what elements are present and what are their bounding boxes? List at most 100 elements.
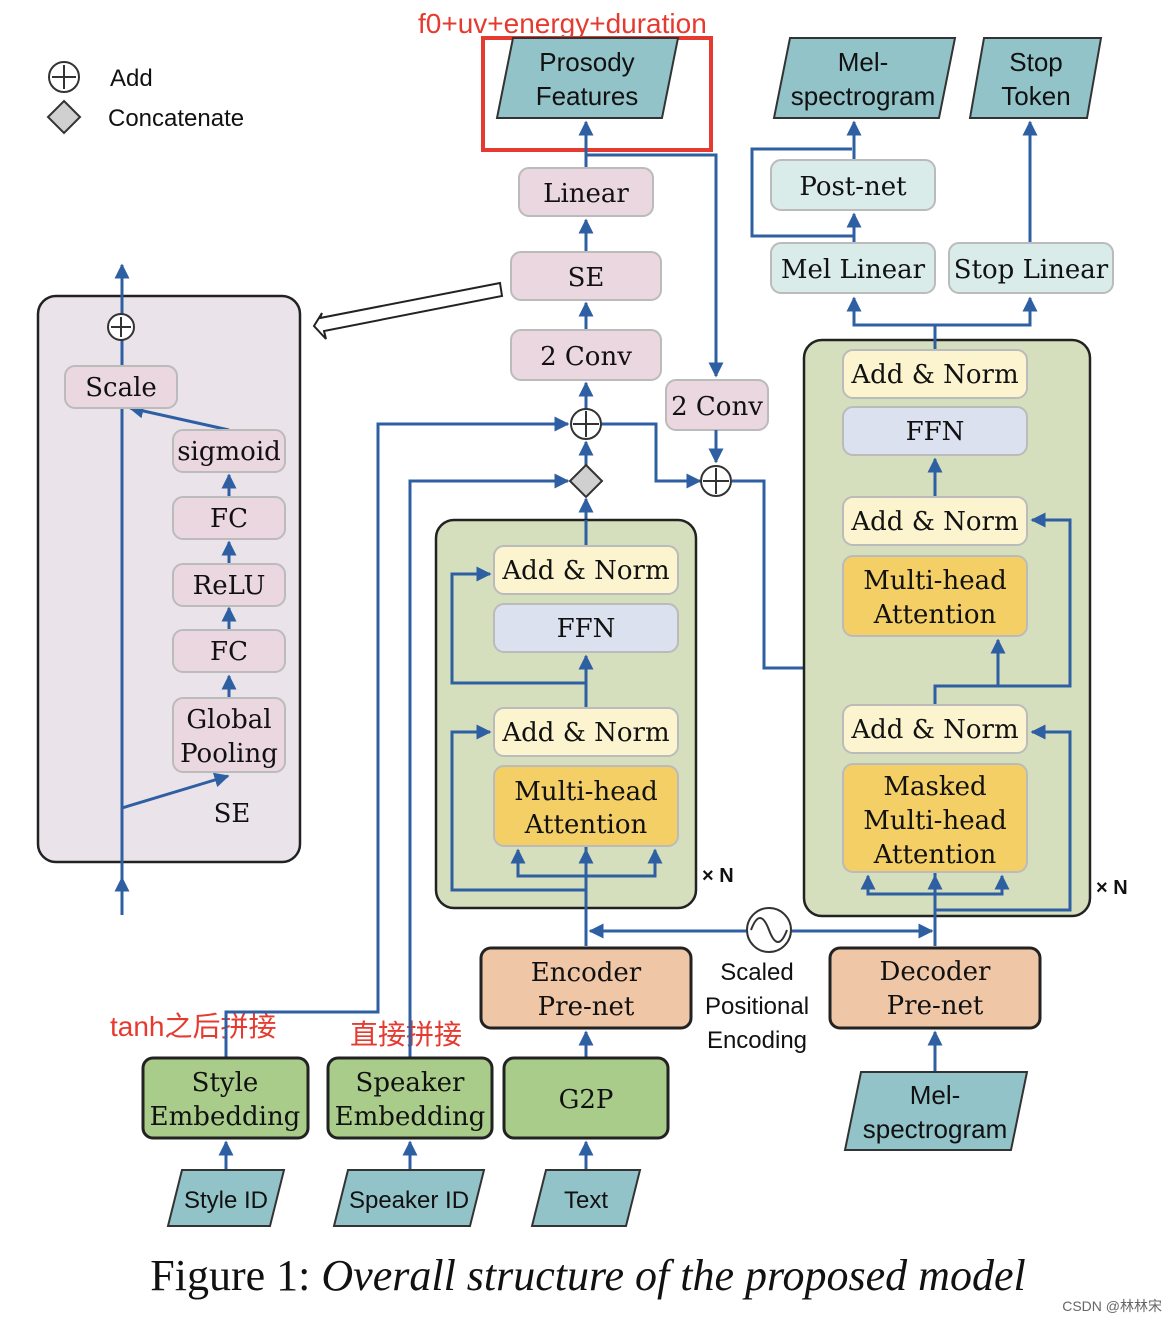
se-fc1-box (172, 496, 286, 540)
postnet-label: Post-net (799, 172, 907, 202)
prosody-features-box (495, 37, 680, 119)
se-scale-label: Scale (85, 373, 157, 403)
prosody-se-box (510, 251, 662, 301)
encoder-prenet-box (479, 946, 693, 1030)
mel-output-box (772, 37, 957, 119)
prosody-features-label-2: Features (536, 81, 639, 111)
se-detail-panel: Scale sigmoid FC ReLU FC Global Pooling … (36, 263, 302, 915)
se-fc2-box (172, 629, 286, 673)
caption-prefix: Figure 1: (150, 1251, 322, 1300)
postnet-box (770, 159, 936, 211)
credit-watermark: CSDN @林林宋 (1062, 1298, 1162, 1314)
speaker-embedding-label-1: Speaker (356, 1068, 465, 1098)
se-scale-box (64, 365, 178, 409)
speaker-embedding-box (326, 1056, 494, 1140)
prosody-conv-a-label: 2 Conv (540, 342, 632, 372)
decoder-prenet-box (828, 946, 1042, 1030)
style-annotation: tanh之后拼接 (110, 1011, 277, 1042)
decoder-add-norm-mid (842, 496, 1028, 546)
decoder-prenet-label-1: Decoder (880, 957, 991, 987)
stop-linear-label: Stop Linear (954, 255, 1109, 285)
speaker-concat-icon (568, 463, 604, 499)
se-pooling-label-2: Pooling (180, 739, 278, 769)
decoder-mha-label-2: Attention (873, 600, 997, 630)
encoder-prenet-label-1: Encoder (531, 958, 642, 988)
decoder-add-norm-top-label: Add & Norm (850, 360, 1018, 390)
encoder-prenet-label-2: Pre-net (538, 992, 635, 1022)
speaker-annotation: 直接拼接 (350, 1019, 462, 1050)
decoder-masked-mha-label-3: Attention (873, 840, 997, 870)
stop-linear-box (948, 242, 1114, 294)
prosody-branch: Prosody Features Linear SE 2 Conv 2 Conv (495, 37, 769, 464)
se-relu-label: ReLU (193, 571, 266, 601)
prosody-se-label: SE (568, 263, 605, 293)
prosody-linear-box (518, 167, 654, 217)
encoder-add-icon (570, 408, 602, 440)
mel-input-label-1: Mel- (910, 1080, 961, 1110)
decoder-ffn-box (842, 406, 1028, 456)
speaker-embedding-label-2: Embedding (335, 1102, 486, 1132)
decoder-add-norm-mid-label: Add & Norm (850, 507, 1018, 537)
decoder-mha-label-1: Multi-head (863, 566, 1007, 596)
decoder-prenet-label-2: Pre-net (887, 991, 984, 1021)
decoder-masked-mha-box (842, 763, 1028, 873)
legend-add-label: Add (110, 65, 153, 92)
se-zoom-arrow-icon (312, 281, 504, 340)
prosody-add-icon (700, 465, 732, 497)
encoder-add-norm-bottom-label: Add & Norm (501, 718, 669, 748)
prosody-features-label-1: Prosody (539, 47, 634, 77)
prosody-conv-a-box (510, 329, 662, 381)
stop-token-label-1: Stop (1009, 47, 1063, 77)
decoder-add-norm-top (842, 349, 1028, 399)
se-sigmoid-label: sigmoid (177, 437, 281, 467)
text-input-label: Text (564, 1187, 608, 1214)
se-sigmoid-box (172, 429, 286, 473)
encoder-times-n: × N (702, 865, 734, 887)
encoder-ffn-box (493, 603, 679, 653)
prosody-conv-b-label: 2 Conv (671, 392, 763, 422)
add-legend-icon (48, 61, 80, 93)
prosody-linear-label: Linear (543, 179, 629, 209)
se-add-icon (107, 313, 135, 341)
se-fc1-label: FC (210, 504, 248, 534)
text-input-box (530, 1169, 642, 1227)
encoder-mha-label-1: Multi-head (514, 777, 658, 807)
positional-encoding: Scaled Positional Encoding (588, 907, 934, 1054)
decoder-block: Add & Norm FFN Add & Norm Multi-head Att… (802, 296, 1128, 946)
positional-label-3: Encoding (707, 1027, 807, 1054)
stop-token-box (968, 37, 1103, 119)
style-id-label: Style ID (184, 1187, 268, 1214)
mel-input-box (843, 1071, 1029, 1151)
decoder-mha-box (842, 555, 1028, 637)
mel-output-label-2: spectrogram (791, 81, 936, 111)
concatenate-legend-icon (46, 99, 82, 135)
se-fc2-label: FC (210, 637, 248, 667)
mel-output-label-1: Mel- (838, 47, 889, 77)
figure-caption: Figure 1: Overall structure of the propo… (0, 1250, 1176, 1301)
decoder-outputs: Mel- spectrogram Stop Token Post-net Mel… (750, 37, 1114, 294)
inputs: Style Embedding Speaker Embedding G2P St… (141, 1030, 1029, 1227)
speaker-id-label: Speaker ID (349, 1187, 469, 1214)
positional-label-1: Scaled (720, 959, 793, 986)
sine-wave-icon (746, 907, 792, 953)
se-panel-label: SE (214, 799, 251, 829)
decoder-masked-mha-label-2: Multi-head (863, 806, 1007, 836)
mel-linear-box (770, 242, 936, 294)
mel-linear-label: Mel Linear (781, 255, 926, 285)
legend: Add Concatenate (46, 61, 244, 135)
style-id-box (166, 1169, 286, 1227)
prosody-annotation: f0+uv+energy+duration (418, 8, 707, 39)
encoder-add-norm-top-label: Add & Norm (501, 556, 669, 586)
style-embedding-label-1: Style (192, 1068, 259, 1098)
mel-input-label-2: spectrogram (863, 1114, 1008, 1144)
encoder-mha-box (493, 765, 679, 847)
decoder-times-n: × N (1096, 877, 1128, 899)
legend-concatenate-label: Concatenate (108, 105, 244, 132)
decoder-add-norm-bottom-label: Add & Norm (850, 715, 1018, 745)
encoder-add-norm-bottom (493, 707, 679, 757)
style-embedding-label-2: Embedding (150, 1102, 301, 1132)
speaker-id-box (332, 1169, 486, 1227)
se-pooling-label-1: Global (186, 705, 271, 735)
g2p-box (502, 1056, 670, 1140)
